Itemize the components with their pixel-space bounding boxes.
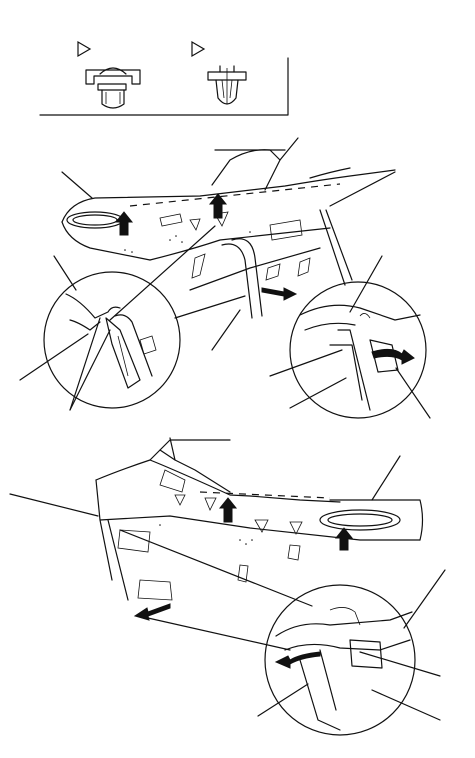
leader-line xyxy=(257,683,309,717)
pull-out-arrow-icon xyxy=(274,651,321,669)
leader-line xyxy=(19,333,89,381)
clip-legend xyxy=(39,40,289,116)
detail-circle-right-top xyxy=(269,255,431,419)
pull-out-arrow-icon xyxy=(261,287,298,301)
pull-out-arrow-icon xyxy=(133,603,171,621)
triangle-marker-icon xyxy=(77,40,92,58)
leader-line xyxy=(371,455,401,501)
leader-line xyxy=(147,617,291,651)
detail-circle-left-top xyxy=(19,271,181,411)
leader-line xyxy=(69,329,111,411)
leader-line xyxy=(119,529,313,607)
leader-line xyxy=(371,689,441,721)
leader-line xyxy=(289,377,347,409)
leader-line xyxy=(395,367,431,419)
leader-line xyxy=(279,137,299,161)
detail-circle-right-bottom xyxy=(257,569,446,736)
leader-line xyxy=(269,349,343,377)
front-headliner-assembly xyxy=(53,137,396,351)
leader-line xyxy=(403,569,446,629)
leader-line xyxy=(61,171,93,199)
triangle-marker-icon xyxy=(191,40,206,58)
trim-clip-a-icon xyxy=(85,67,141,109)
pull-out-arrow-icon xyxy=(371,348,415,365)
pull-up-arrow-icon xyxy=(208,193,228,219)
leader-line xyxy=(69,317,101,411)
leader-line xyxy=(349,255,383,313)
leader-line xyxy=(211,309,241,351)
pull-up-arrow-icon xyxy=(114,211,134,236)
pull-up-arrow-icon xyxy=(334,527,354,551)
leader-line xyxy=(109,225,216,321)
rear-headliner-assembly xyxy=(9,437,424,651)
leader-line xyxy=(169,437,176,461)
trim-clip-b-icon xyxy=(207,65,247,105)
pull-up-arrow-icon xyxy=(218,497,238,523)
leader-line xyxy=(329,171,396,207)
leader-line xyxy=(9,493,99,517)
leader-line xyxy=(359,651,441,677)
legend-frame xyxy=(39,57,289,116)
